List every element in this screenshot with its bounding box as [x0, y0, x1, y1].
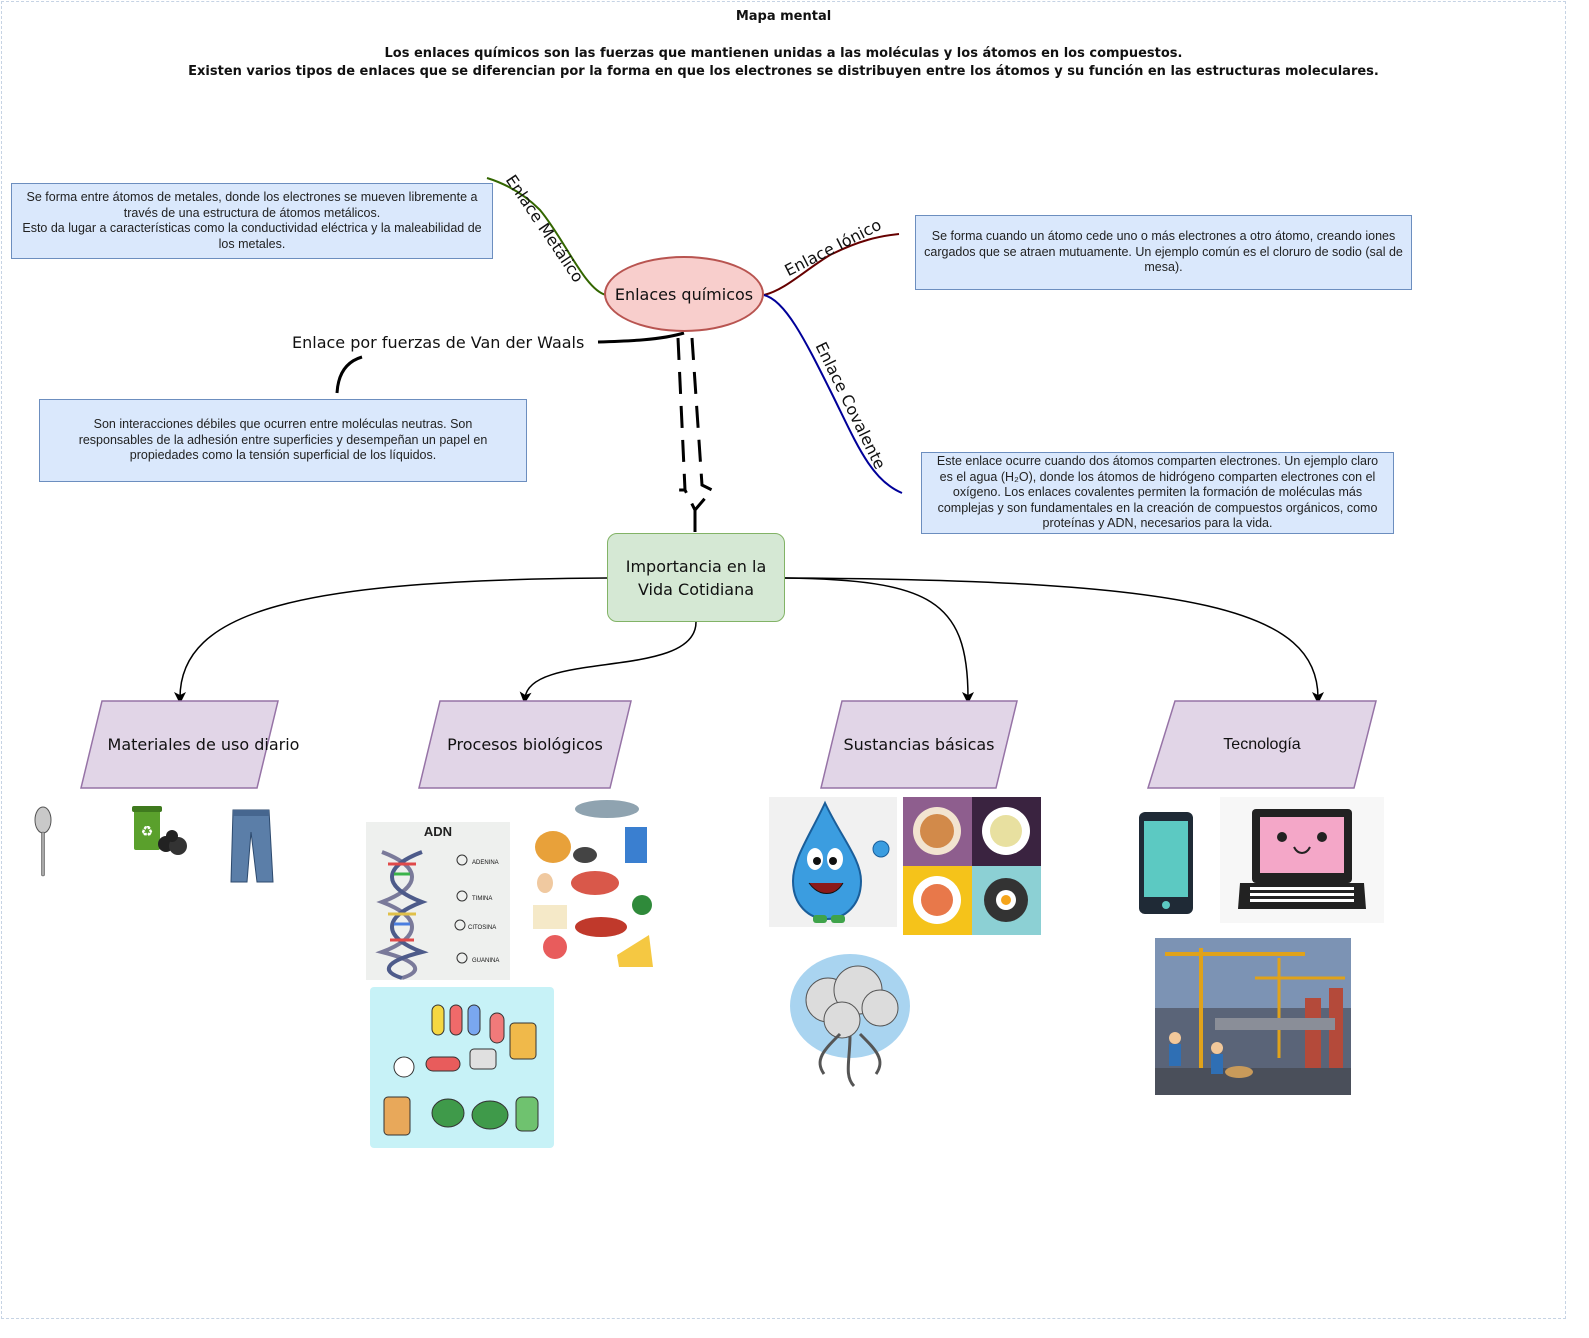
water-drop-image — [769, 797, 897, 927]
recycle-bin-image: ♻ — [126, 796, 198, 868]
food-image — [527, 795, 661, 973]
diagram-canvas — [1, 1, 1566, 1319]
covalente-description: Este enlace ocurre cuando dos átomos com… — [921, 452, 1394, 534]
dna-title: ADN — [424, 824, 452, 839]
jeans-image — [229, 808, 275, 884]
description-line-2: Existen varios tipos de enlaces que se d… — [188, 64, 1379, 79]
category-tecnologia: Tecnología — [1147, 700, 1377, 789]
label-vanderwaals: Enlace por fuerzas de Van der Waals — [292, 333, 585, 352]
laptop-image — [1220, 797, 1384, 923]
description-line-1: Los enlaces químicos son las fuerzas que… — [384, 46, 1183, 61]
ionico-description: Se forma cuando un átomo cede uno o más … — [915, 215, 1412, 290]
arrow-sustancias — [784, 577, 974, 704]
central-node: Enlaces químicos — [604, 256, 764, 332]
branch-line-covalente — [763, 294, 903, 494]
category-procesos-label: Procesos biológicos — [447, 734, 603, 754]
arrow-procesos — [519, 621, 697, 704]
branch-line-ionico — [763, 233, 900, 296]
vanderwaals-connector — [335, 355, 363, 394]
dna-base-4: GUANINA — [472, 958, 499, 964]
meals-image — [903, 797, 1041, 935]
medicines-image — [370, 987, 554, 1148]
category-materiales-label: Materiales de uso diario — [107, 734, 300, 754]
branch-line-metalico — [486, 177, 607, 296]
diagram-description: Los enlaces químicos son las fuerzas que… — [0, 45, 1567, 81]
arrow-tecnologia — [784, 577, 1324, 704]
air-cloud-image — [784, 950, 916, 1090]
dna-image: ADN ADENINA TIMINA CITOSINA GUANINA — [366, 822, 510, 980]
arrow-materiales — [174, 577, 608, 704]
vanderwaals-description: Son interacciones débiles que ocurren en… — [39, 399, 527, 482]
diagram-title: Mapa mental — [735, 9, 832, 24]
category-procesos: Procesos biológicos — [418, 700, 632, 789]
metalico-description: Se forma entre átomos de metales, donde … — [11, 183, 493, 259]
category-sustancias-label: Sustancias básicas — [843, 734, 995, 754]
svg-text:♻: ♻ — [141, 824, 154, 840]
branch-line-vanderwaals — [597, 331, 685, 344]
dna-base-1: ADENINA — [472, 860, 499, 866]
category-sustancias: Sustancias básicas — [820, 700, 1018, 789]
importance-node: Importancia en la Vida Cotidiana — [607, 533, 785, 622]
spoon-image — [34, 806, 54, 878]
category-tecnologia-label: Tecnología — [1223, 735, 1301, 753]
category-materiales: Materiales de uso diario — [80, 700, 299, 789]
dna-base-3: CITOSINA — [468, 925, 496, 931]
dna-base-2: TIMINA — [472, 896, 492, 902]
dashed-arrow — [670, 337, 715, 532]
construction-image — [1155, 938, 1351, 1095]
phone-image — [1138, 811, 1196, 915]
